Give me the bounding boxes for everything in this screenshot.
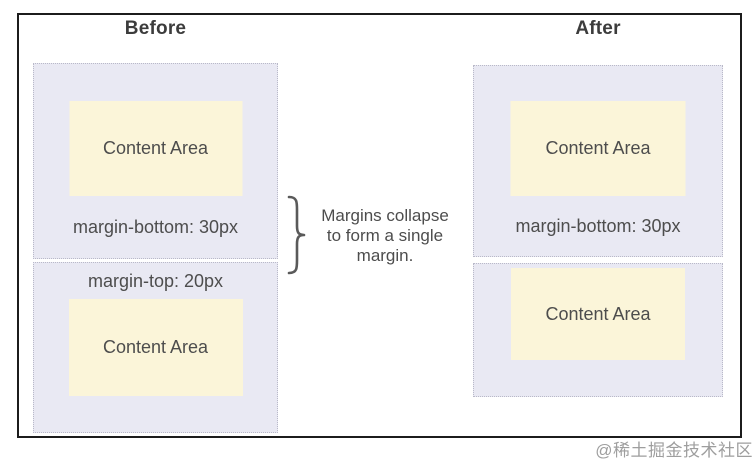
after-column-title: After: [575, 18, 621, 39]
after-content-area-1: Content Area: [510, 101, 686, 196]
content-area-label: Content Area: [545, 303, 651, 324]
before-margin-top-label: margin-top: 20px: [87, 270, 224, 291]
before-margin-bottom-label: margin-bottom: 30px: [72, 216, 239, 237]
content-area-label: Content Area: [545, 138, 651, 158]
after-margin-box-2: Content Area: [473, 263, 723, 397]
collapse-note: Margins collapse to form a single margin…: [305, 206, 465, 266]
before-content-area-2: Content Area: [68, 299, 243, 396]
before-margin-box-2: margin-top: 20px Content Area: [33, 262, 278, 433]
before-content-area-1: Content Area: [69, 101, 242, 196]
after-margin-box-1: Content Area margin-bottom: 30px: [473, 65, 723, 257]
collapse-note-line: margin.: [356, 246, 414, 265]
content-area-label: Content Area: [102, 337, 209, 357]
after-margin-bottom-label: margin-bottom: 30px: [515, 215, 681, 236]
before-column-title: Before: [124, 18, 187, 39]
before-margin-box-1: Content Area margin-bottom: 30px: [33, 63, 278, 259]
collapse-note-line: to form a single: [326, 226, 444, 245]
after-content-area-2: Content Area: [511, 268, 685, 360]
collapse-note-line: Margins collapse: [321, 206, 449, 225]
curly-brace-icon: [285, 194, 307, 276]
site-watermark: @稀土掘金技术社区: [595, 441, 753, 460]
content-area-label: Content Area: [102, 138, 209, 158]
